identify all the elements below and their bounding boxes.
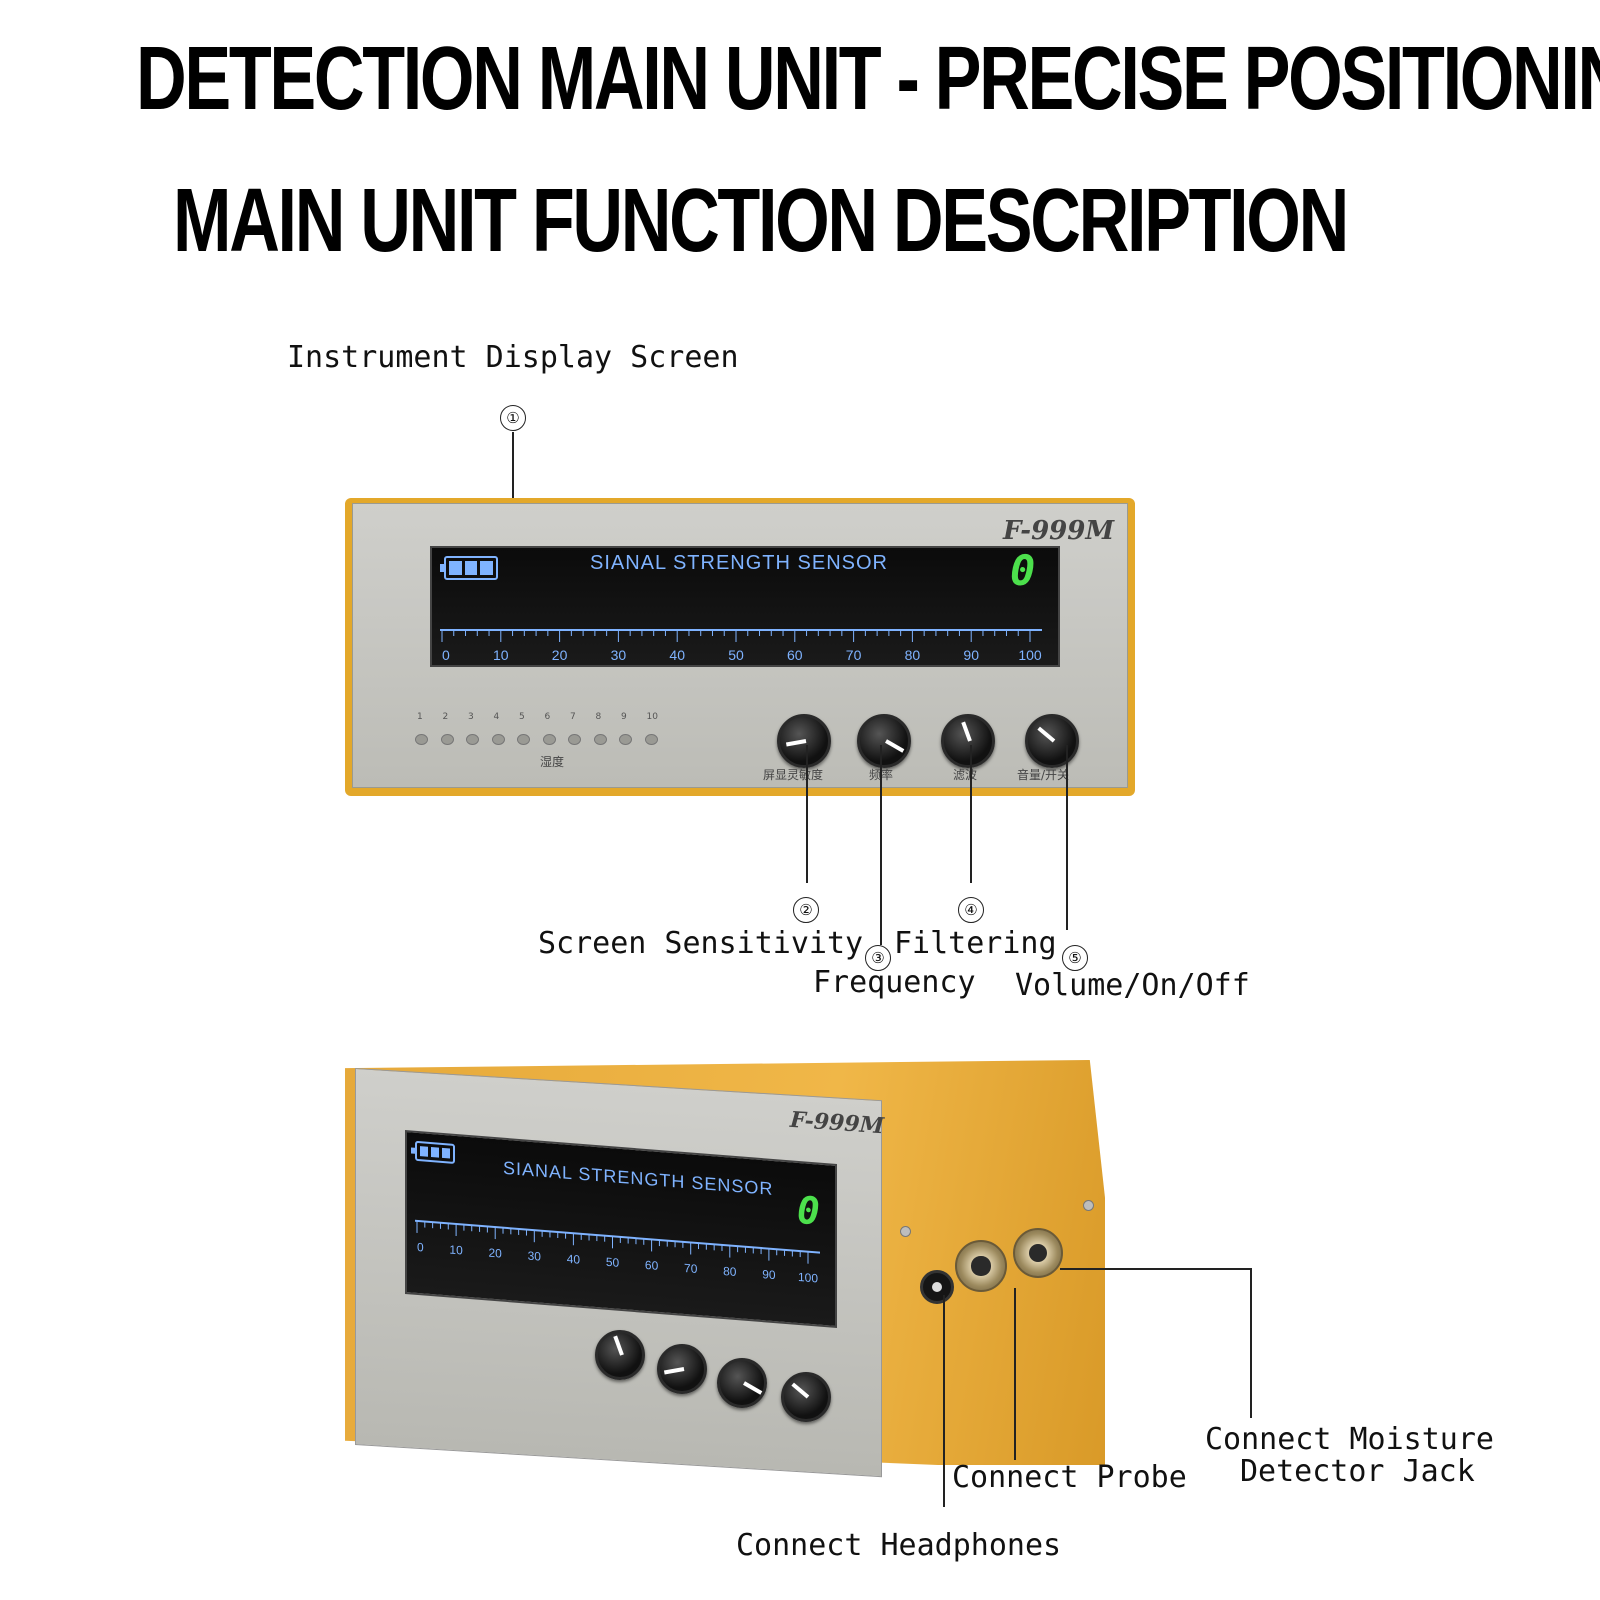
humidity-led <box>491 734 505 745</box>
humidity-led-number: 6 <box>544 712 551 722</box>
scale-tick-label: 60 <box>645 1258 659 1273</box>
leader-headphones <box>943 1295 945 1507</box>
scale-tick-label: 10 <box>449 1243 463 1258</box>
scale-baseline <box>415 1219 820 1254</box>
callout-volume-label: Volume/On/Off <box>1015 968 1250 1003</box>
angled-volume-knob[interactable] <box>781 1372 831 1422</box>
device-front-view: F-999M SIANAL STRENGTH SENSOR 0 0 10 20 30 4… <box>345 498 1135 796</box>
model-label: F-999M <box>1003 516 1115 546</box>
scale-tick-label: 40 <box>669 647 685 663</box>
leader-line-2 <box>806 745 808 883</box>
angled-sensitivity-knob[interactable] <box>595 1330 645 1380</box>
scale-tick-label: 100 <box>798 1270 818 1286</box>
scale-tick-label: 20 <box>489 1246 503 1261</box>
humidity-led <box>542 734 556 745</box>
angled-screen-title: SIANAL STRENGTH SENSOR <box>503 1157 774 1199</box>
angled-frequency-knob[interactable] <box>657 1344 707 1394</box>
title-line-2: MAIN UNIT FUNCTION DESCRIPTION <box>173 171 1349 271</box>
callout-probe-label: Connect Probe <box>952 1460 1187 1495</box>
callout-moisture-label-1: Connect Moisture <box>1205 1422 1494 1457</box>
scale-tick-label: 70 <box>846 647 862 663</box>
knob-label-filter: 滤波 <box>953 768 978 782</box>
leader-probe <box>1014 1288 1016 1460</box>
device-angled-view: SIANAL STRENGTH SENSOR 0 0 10 20 30 40 50 60 70… <box>345 1060 1105 1478</box>
humidity-led-number: 3 <box>468 712 474 722</box>
humidity-led-number: 10 <box>646 712 658 722</box>
callout-display-label: Instrument Display Screen <box>287 340 739 375</box>
scale-tick-label: 80 <box>905 647 921 663</box>
scale-tick-label: 10 <box>493 647 509 663</box>
humidity-led-number: 9 <box>621 712 627 722</box>
scale-tick-label: 0 <box>442 647 450 663</box>
humidity-led-number: 8 <box>595 712 602 722</box>
callout-headphones-label: Connect Headphones <box>736 1528 1062 1563</box>
callout-frequency-label: Frequency <box>813 965 976 1000</box>
scale-tick-label: 30 <box>528 1249 542 1264</box>
headphone-jack[interactable] <box>920 1270 954 1304</box>
sensitivity-knob[interactable] <box>777 714 831 768</box>
screen-title: SIANAL STRENGTH SENSOR <box>590 552 888 574</box>
angled-battery-icon <box>415 1140 455 1164</box>
leader-line-3 <box>880 745 882 945</box>
humidity-led <box>440 734 454 745</box>
scale-tick-label: 100 <box>1018 647 1042 663</box>
signal-scale: 0 10 20 30 40 50 60 70 80 90 100 <box>440 629 1042 663</box>
leader-line-5 <box>1066 745 1068 930</box>
scale-tick-label: 80 <box>723 1264 737 1279</box>
knob-label-sensitivity: 屏显灵敏度 <box>763 768 824 782</box>
angled-signal-digit: 0 <box>797 1187 820 1234</box>
scale-tick-label: 50 <box>606 1255 620 1270</box>
humidity-led <box>568 734 581 745</box>
signal-digit: 0 <box>1010 546 1036 595</box>
callout-num-3: ③ <box>865 945 891 971</box>
moisture-jack[interactable] <box>1013 1228 1063 1278</box>
scale-tick-label: 70 <box>684 1261 698 1276</box>
title-line-1: DETECTION MAIN UNIT - PRECISE POSITIONIN… <box>136 29 1600 129</box>
humidity-led <box>619 734 632 745</box>
leader-moisture-v <box>1250 1268 1252 1418</box>
callout-num-2: ② <box>793 897 819 923</box>
filter-knob[interactable] <box>941 714 995 768</box>
leader-moisture-h <box>1060 1268 1252 1270</box>
humidity-led-number: 5 <box>519 712 525 722</box>
angled-signal-scale: 0 10 20 30 40 50 60 70 80 90 100 <box>415 1219 820 1286</box>
scale-tick-label: 0 <box>417 1240 424 1255</box>
callout-num-5: ⑤ <box>1062 945 1088 971</box>
scale-tick-label: 40 <box>567 1252 581 1267</box>
callout-sensitivity-label: Screen Sensitivity <box>538 926 864 961</box>
knob-label-volume: 音量/开关 <box>1017 768 1070 782</box>
screw <box>1083 1200 1094 1211</box>
humidity-led-number: 1 <box>417 712 423 722</box>
scale-tick-label: 90 <box>963 647 979 663</box>
humidity-caption: 湿度 <box>540 755 565 769</box>
humidity-led <box>415 734 428 745</box>
humidity-led-number: 4 <box>493 712 500 722</box>
scale-tick-label: 60 <box>787 647 803 663</box>
humidity-led <box>466 734 479 745</box>
callout-num-1: ① <box>500 405 526 431</box>
frequency-knob[interactable] <box>857 714 911 768</box>
display-screen: SIANAL STRENGTH SENSOR 0 0 10 20 30 40 50 60 70… <box>430 546 1060 667</box>
callout-num-4: ④ <box>958 897 984 923</box>
callout-filtering-label: Filtering <box>894 926 1057 961</box>
angled-filter-knob[interactable] <box>717 1358 767 1408</box>
humidity-led <box>593 734 607 745</box>
scale-tick-label: 50 <box>728 647 744 663</box>
battery-icon <box>440 556 498 580</box>
humidity-led <box>517 734 530 745</box>
probe-jack[interactable] <box>955 1240 1007 1292</box>
scale-tick-label: 90 <box>762 1267 776 1282</box>
volume-knob[interactable] <box>1025 714 1079 768</box>
humidity-led-number: 7 <box>570 712 576 722</box>
scale-tick-label: 30 <box>611 647 627 663</box>
humidity-led <box>644 734 658 745</box>
callout-moisture-label-2: Detector Jack <box>1240 1454 1475 1489</box>
screw <box>900 1226 911 1237</box>
scale-tick-label: 20 <box>552 647 568 663</box>
humidity-led-number: 2 <box>442 712 449 722</box>
leader-line-4 <box>970 745 972 883</box>
angled-display-screen: SIANAL STRENGTH SENSOR 0 0 10 20 30 40 50 60 70… <box>405 1130 837 1328</box>
